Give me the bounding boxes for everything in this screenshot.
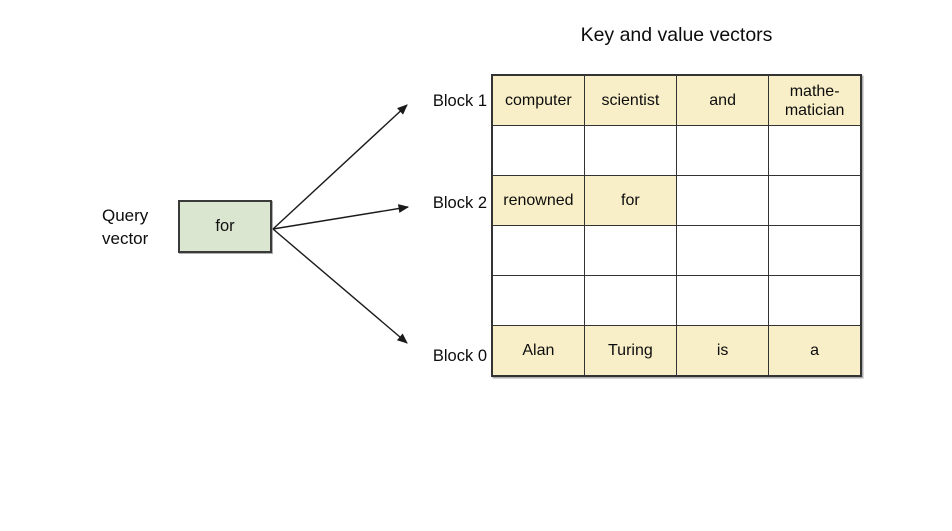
table-cell <box>675 275 770 326</box>
table-cell <box>583 125 678 176</box>
table-cell: is <box>675 325 770 377</box>
table-cell: for <box>583 175 678 226</box>
table-cell <box>491 275 585 326</box>
table-cell: a <box>768 325 862 377</box>
arrow-to-block-0 <box>272 228 408 344</box>
query-vector-box: for <box>178 200 272 253</box>
table-row <box>491 225 862 276</box>
query-vector-label: Query vector <box>102 206 149 248</box>
table-row <box>491 125 862 176</box>
table-cell <box>768 225 862 276</box>
table-cell: mathe- matician <box>768 74 862 126</box>
table-cell: Alan <box>491 325 585 377</box>
table-title: Key and value vectors <box>580 24 773 46</box>
table-cell <box>675 225 770 276</box>
table-cell: computer <box>491 74 585 126</box>
block-0-label: Block 0 <box>432 347 487 365</box>
table-row: computer scientist and mathe- matician <box>491 74 862 126</box>
table-row <box>491 275 862 326</box>
table-row: Alan Turing is a <box>491 325 862 377</box>
key-value-table: computer scientist and mathe- matician r… <box>491 74 862 377</box>
table-cell <box>583 275 678 326</box>
table-cell: and <box>675 74 770 126</box>
table-cell: renowned <box>491 175 585 226</box>
table-cell: Turing <box>583 325 678 377</box>
block-2-label: Block 2 <box>432 194 487 212</box>
table-cell <box>768 125 862 176</box>
table-cell <box>768 275 862 326</box>
table-cell: scientist <box>583 74 678 126</box>
table-row: renowned for <box>491 175 862 226</box>
table-cell <box>675 175 770 226</box>
table-cell <box>491 125 585 176</box>
table-cell <box>768 175 862 226</box>
table-cell <box>675 125 770 176</box>
table-cell <box>583 225 678 276</box>
query-vector-value: for <box>215 217 235 235</box>
block-1-label: Block 1 <box>432 92 487 110</box>
table-cell <box>491 225 585 276</box>
